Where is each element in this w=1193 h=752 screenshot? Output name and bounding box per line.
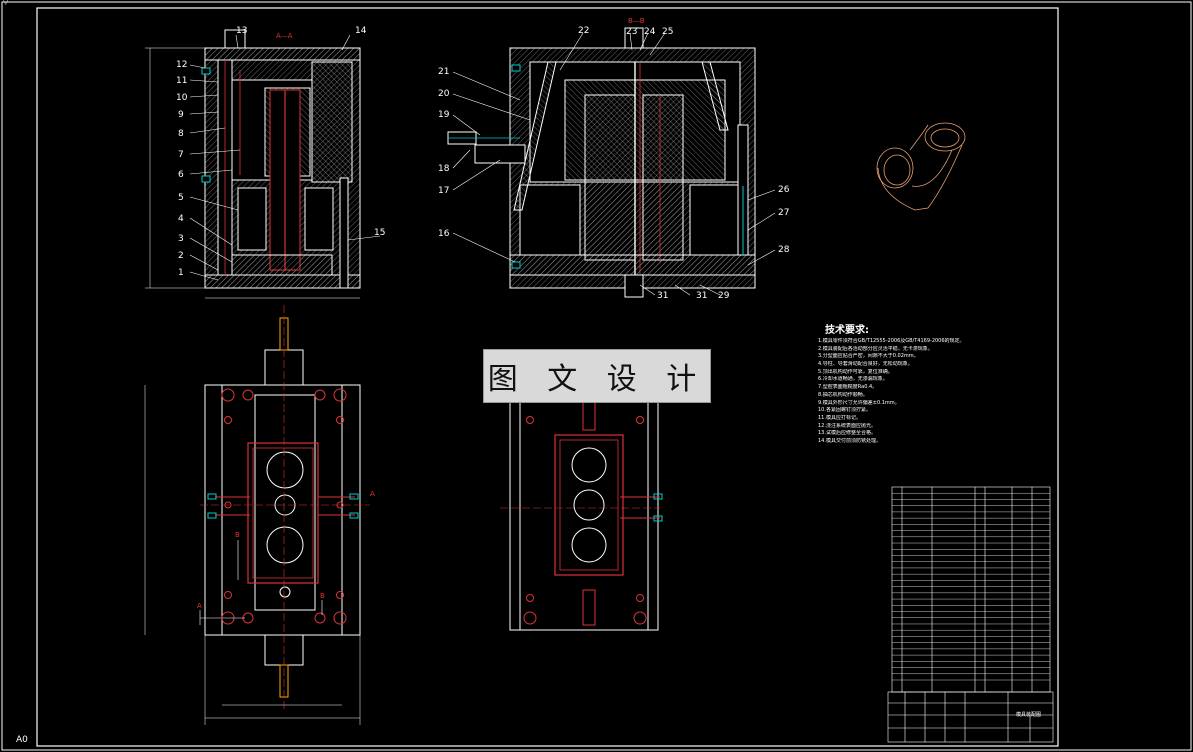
requirement-item: 2.模具装配后各活动部分应灵活平稳，无卡滞现象。: [818, 345, 933, 352]
part-labels-right: 22 23 24 25 21 20 19 18 17 16 26 27 28 3…: [438, 26, 790, 301]
part-label: 5: [178, 193, 184, 203]
part-label: 15: [374, 228, 385, 238]
requirement-item: 10.各紧固螺钉须拧紧。: [818, 407, 871, 414]
technical-requirements-title: 技术要求:: [825, 325, 869, 336]
section-title-a-a: A—A: [276, 32, 293, 40]
part-label: 14: [355, 26, 367, 36]
part-label: 26: [778, 185, 790, 195]
requirement-item: 7.型腔表面粗糙度Ra0.4。: [818, 384, 878, 391]
section-title-b-b: B—B: [628, 17, 645, 25]
part-label: 27: [778, 208, 789, 218]
title-block: [887, 691, 1054, 743]
part-label: 20: [438, 89, 450, 99]
part-label: 13: [236, 26, 247, 36]
part-label: 23: [626, 27, 637, 37]
section-mark: A: [197, 602, 202, 610]
requirement-item: 6.冷却水道畅通，无渗漏现象。: [818, 376, 888, 383]
corner-mark-bottom: A0: [16, 735, 28, 745]
requirement-item: 3.分型面应贴合严密，间隙不大于0.02mm。: [818, 353, 919, 360]
plan-view-right: [500, 384, 663, 631]
requirement-item: 1.模具零件须符合GB/T12555-2006及GB/T4169-2006的规定…: [818, 338, 965, 344]
section-view-a-a: A—A: [145, 29, 361, 299]
part-label: 16: [438, 229, 450, 239]
watermark-label: 图 文 设 计: [483, 349, 711, 403]
part-label: 18: [438, 164, 450, 174]
requirement-item: 11.模具应打标记。: [818, 414, 861, 421]
drawing-name: 模具装配图: [1016, 712, 1042, 718]
part-label: 8: [178, 129, 184, 139]
part-3d-sketch: [876, 122, 966, 211]
technical-requirements-list: 1.模具零件须符合GB/T12555-2006及GB/T4169-2006的规定…: [818, 338, 1048, 446]
part-label: 25: [662, 27, 673, 37]
requirement-item: 13.试模后应修整至合格。: [818, 430, 876, 437]
part-label: 1: [178, 268, 184, 278]
plan-view-left: A A B B: [144, 305, 375, 725]
requirement-item: 12.浇注系统表面应抛光。: [818, 422, 876, 429]
part-label: 31: [696, 291, 707, 301]
requirement-item: 4.导柱、导套滑动配合良好，无松动现象。: [818, 361, 913, 368]
part-labels-left: 13 14 12 11 10 9 8 7 6 5 4 3 2 1 15: [176, 26, 385, 278]
requirement-item: 9.模具外形尺寸允许偏差±0.1mm。: [818, 399, 900, 406]
section-view-b-b: B—B: [447, 17, 756, 298]
part-label: 24: [644, 27, 656, 37]
requirement-item: 5.顶出机构动作可靠，复位准确。: [818, 368, 893, 375]
part-label: 2: [178, 251, 184, 261]
section-mark: B: [320, 592, 325, 600]
leaders-left: [189, 34, 381, 281]
part-label: 29: [718, 291, 730, 301]
part-label: 3: [178, 234, 184, 244]
part-label: 12: [176, 60, 187, 70]
corner-mark-top: ▽: [3, 0, 9, 6]
part-label: 4: [178, 214, 184, 224]
part-label: 9: [178, 110, 184, 120]
inner-frame: [36, 7, 1059, 747]
parts-list-rows: [892, 493, 1050, 681]
part-label: 17: [438, 186, 449, 196]
part-label: 11: [176, 76, 187, 86]
part-label: 19: [438, 110, 450, 120]
requirement-item: 14.模具交付前须防锈处理。: [818, 437, 881, 444]
section-mark: A: [370, 490, 375, 498]
leaders-right: [452, 32, 776, 296]
requirement-item: 8.抽芯机构动作顺畅。: [818, 391, 868, 398]
part-label: 21: [438, 67, 449, 77]
part-label: 22: [578, 26, 589, 36]
part-label: 6: [178, 170, 184, 180]
part-label: 10: [176, 93, 188, 103]
part-label: 31: [657, 291, 668, 301]
part-label: 7: [178, 150, 184, 160]
part-label: 28: [778, 245, 790, 255]
section-mark: B: [235, 531, 240, 539]
